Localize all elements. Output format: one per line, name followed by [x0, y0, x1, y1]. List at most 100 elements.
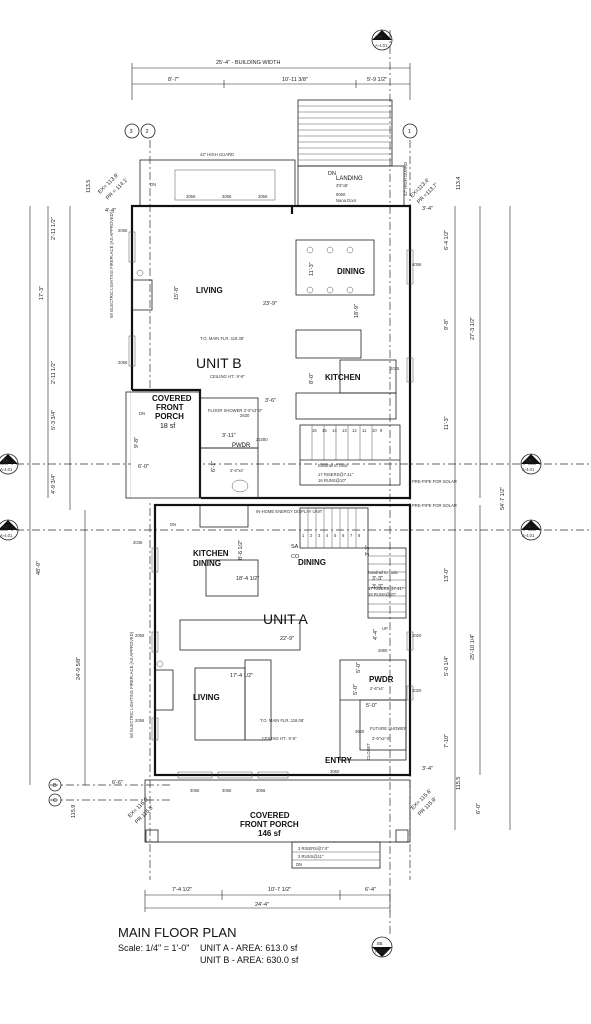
- grid-marker-2: 2: [146, 129, 149, 135]
- hr-energy: IN-HOME ENERGY DISPLAY UNIT: [256, 509, 323, 514]
- stair-b-num: 16: [312, 428, 317, 433]
- covered-porch-b-line2: FRONT: [156, 403, 184, 412]
- window-tag-w14: 2020: [412, 633, 422, 638]
- dn-porch-b: DN: [139, 411, 145, 416]
- risers-b: 17 RISERS@7.41": [318, 472, 354, 477]
- section-bb-top: BB A-4.01: [371, 29, 393, 51]
- dim-bottom-total: 24'-4": [255, 902, 269, 908]
- dim-top-3: 5'-9 1/2": [367, 77, 387, 83]
- room-pwdr-a: PWDR: [369, 675, 394, 684]
- stair-a-num: 1: [302, 533, 305, 538]
- section-aa-left-sheet: A-4.01: [0, 533, 13, 538]
- stair-b-num: 10: [372, 428, 377, 433]
- dim-3-3: 3'-3": [365, 545, 371, 556]
- dim-living-b-h: 15'-8": [174, 286, 180, 300]
- stair-b-num: 14: [332, 428, 337, 433]
- dim-dining-a-w: 18'-4 1/2": [236, 576, 259, 582]
- dim-bottom-3: 6'-4": [365, 887, 376, 893]
- stair-b-num: 9: [380, 428, 383, 433]
- plan-title: MAIN FLOOR PLAN: [118, 925, 237, 940]
- stair-b-num: 15: [322, 428, 327, 433]
- room-kitchen-dining-a: DINING: [193, 559, 221, 568]
- tom-main-a: T.O. MAIN FLR.:116.08': [260, 718, 304, 723]
- dim-right-2: 9'-8": [444, 319, 450, 330]
- dim-porch-b-h: 9'-8": [134, 437, 140, 448]
- stair-b-num: 12: [352, 428, 357, 433]
- future-closet: CLOSET: [366, 743, 371, 760]
- landing-label: LANDING: [336, 176, 363, 182]
- window-tag-w17: 2880: [378, 648, 388, 653]
- left-dimensions: 2'-11 1/2" 17'-3" 2'-11 1/2" 5'-3 3/4" 4…: [29, 206, 123, 786]
- tom-main-b: T.O. MAIN FLR.:119.38': [200, 336, 244, 341]
- wardrobe-b: W/ ELECTRIC LIGHTING FIREPLACE (AS APPRO…: [109, 211, 114, 318]
- window-tag-w19: 2630: [240, 413, 250, 418]
- dim-kd-a-h: 8'-6 1/2": [238, 540, 244, 560]
- window-tag-w6: 2036: [133, 540, 143, 545]
- window-tag-w9: 3056: [190, 788, 200, 793]
- unit-b-label: UNIT B: [196, 355, 242, 371]
- ceiling-a: CEILING HT.: 9'-6": [262, 736, 297, 741]
- high-guard-top: 42" HIGH GUARD: [200, 152, 234, 157]
- stair-a-num: 3: [318, 533, 321, 538]
- dn-a: DN: [170, 522, 176, 527]
- unit-a-area: UNIT A - AREA: 613.0 sf: [200, 943, 298, 953]
- dim-porch-b-w: 6'-0": [138, 464, 149, 470]
- rear-deck-top: 42" HIGH GUARD DN 3056 3056 3056: [139, 152, 296, 207]
- grid-marker-1: 1: [408, 129, 411, 135]
- window-tag-w18: 3660: [355, 729, 365, 734]
- dim-3-11: 3'-11": [222, 433, 236, 439]
- pwdr-a-size: 2'-6"x4': [370, 686, 384, 691]
- section-bb-bottom-label: BB: [377, 941, 383, 946]
- future-shower: FUTURE SHOWER: [370, 726, 407, 731]
- unit-a-walls: [151, 503, 414, 779]
- section-aa-right-sheet: A-4.01: [522, 533, 535, 538]
- room-living-a: LIVING: [193, 693, 220, 702]
- nana-door-label: Nana Door: [336, 198, 357, 203]
- runs-b: 16 RUNS@10": [318, 478, 347, 483]
- building-width-dimension: 25'-4" - BUILDING WIDTH 8'-7" 10'-11 3/8…: [131, 60, 411, 100]
- room-pwdr-b: PWDR: [232, 443, 251, 449]
- dim-right-1: 6'-4 1/2": [444, 230, 450, 250]
- window-tag-w4: 2056: [118, 228, 128, 233]
- section-aa-right-label: Aa: [526, 524, 532, 529]
- dim-right-total-b: 27'-3 1/2": [470, 317, 476, 340]
- window-tag-w10: 3056: [222, 788, 232, 793]
- dim-kitchen-b-h2: 8'-0": [309, 373, 315, 384]
- co-label: CO: [291, 554, 300, 560]
- dim-a-left: 6'-6": [112, 780, 123, 786]
- landing-size: 3'6"x8': [336, 183, 348, 188]
- risers-porch-2: 2 RUNS@11": [298, 854, 324, 859]
- section-bb-right-sheet: A-4.01: [522, 467, 535, 472]
- dim-4-4: 4'-4": [373, 629, 379, 640]
- dim-pwdr-a-w: 5'-0": [366, 703, 377, 709]
- stair-a-num: 5: [334, 533, 337, 538]
- pre-pipe-2: PRE-PIPE FOR SOLAR: [412, 503, 457, 508]
- dim-dining-b-h: 11'-3": [309, 262, 315, 276]
- dim-right-3: 11'-3": [444, 416, 450, 430]
- right-dimensions: 6'-4 1/2" 9'-8" 11'-3" 13'-0" 5'-0 1/4" …: [422, 206, 511, 830]
- elevation-tags: EX= 113.9' PR = 114.1' EX=113.4' PR =113…: [71, 162, 462, 825]
- dim-bottom-2: 10'-7 1/2": [268, 887, 291, 893]
- window-tags: 2056 2056 2036 2056 2056 3056 3056 3056 …: [118, 228, 422, 793]
- future-size: 2'-6"x2'-0": [372, 736, 391, 741]
- handrail-a: handrail to code: [368, 570, 398, 575]
- dim-3-6: 3'-6": [265, 398, 276, 404]
- pwdr-b-size: 2'-6"x4': [230, 468, 244, 473]
- stair-a-num: 6: [342, 533, 345, 538]
- stair-a-num: 4: [326, 533, 329, 538]
- bottom-dimensions: 7'-4 1/2" 10'-7 1/2" 6'-4" 24'-4": [144, 887, 391, 912]
- grid-marker-c: C: [53, 798, 57, 804]
- grid-lines: [0, 30, 591, 935]
- stair-a-numbers: 1 2 3 4 5 6 7 8: [302, 533, 361, 538]
- covered-porch-a-line2: FRONT PORCH: [240, 820, 299, 829]
- elev-bot-left: 115.9: [71, 805, 77, 818]
- window-tag-w15: 2020: [412, 688, 422, 693]
- up-a: UP: [382, 626, 388, 631]
- dim-left-4: 5'-3 3/4": [51, 410, 57, 430]
- dim-top-2: 10'-11 3/8": [282, 77, 308, 83]
- dim-right-6: 7'-10": [444, 734, 450, 748]
- dim-3-3c: 3'-3": [372, 584, 383, 590]
- dim-bot-right-cant: 3'-4": [422, 766, 433, 772]
- dim-right-4: 13'-0": [444, 568, 450, 582]
- shower-b: FLOOR SHOWER 3'-0"x3'-0": [208, 408, 263, 413]
